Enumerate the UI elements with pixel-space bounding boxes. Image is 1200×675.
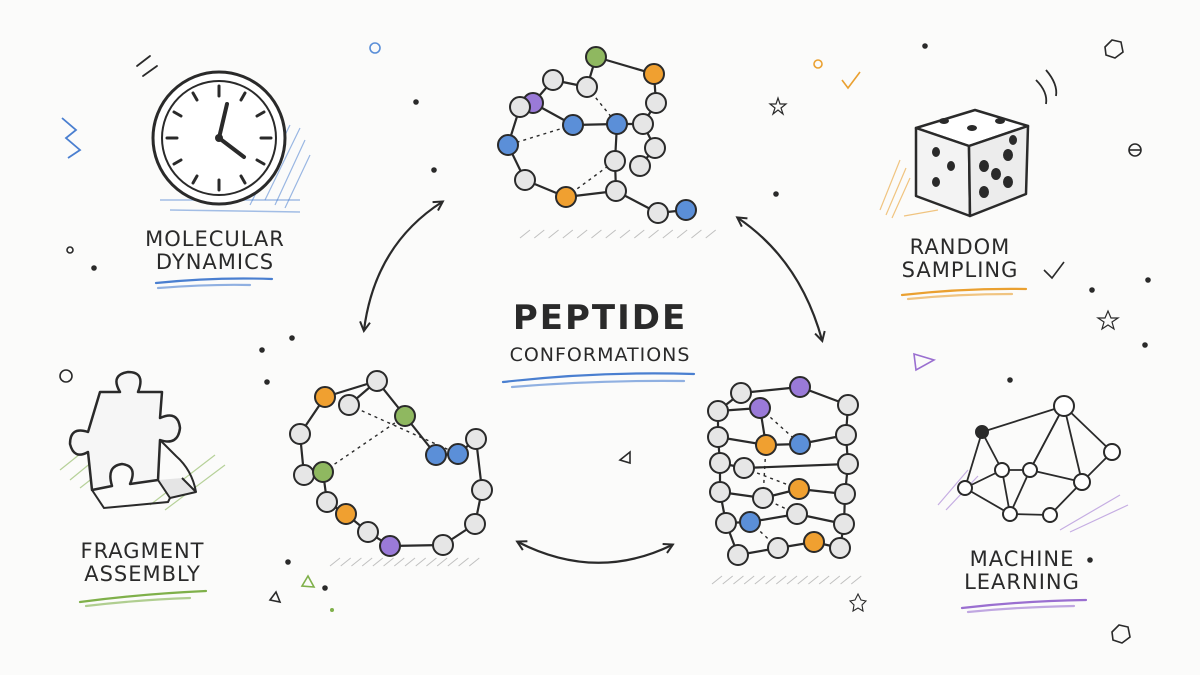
atom — [647, 202, 669, 224]
atom — [707, 426, 729, 448]
ground-shadow — [711, 575, 862, 585]
atom — [605, 180, 627, 202]
method-label-molecular-dynamics: MOLECULAR DYNAMICS — [140, 227, 290, 275]
atom — [394, 405, 416, 427]
arrow-top-left — [364, 202, 442, 330]
atom — [471, 479, 493, 501]
atom — [542, 69, 564, 91]
atom — [335, 503, 357, 525]
atom — [289, 423, 311, 445]
method-label-line2: SAMPLING — [901, 258, 1019, 283]
arrow-top-right — [738, 218, 822, 340]
bond — [742, 462, 850, 470]
atom — [509, 96, 531, 118]
atom — [357, 521, 379, 543]
atom — [514, 169, 536, 191]
method-label-machine-learning: MACHINE LEARNING — [952, 547, 1092, 595]
atom — [789, 433, 811, 455]
puzzle-piece-icon — [59, 370, 226, 511]
atom — [585, 46, 607, 68]
method-label-fragment-assembly: FRAGMENT ASSEMBLY — [70, 539, 215, 587]
atom — [465, 428, 487, 450]
atom — [576, 76, 598, 98]
atom — [645, 92, 667, 114]
method-label-line1: MACHINE — [969, 547, 1075, 571]
atom — [833, 513, 855, 535]
atom — [837, 394, 859, 416]
method-label-line1: MOLECULAR — [145, 227, 285, 251]
atom — [314, 386, 336, 408]
atom — [727, 544, 749, 566]
loop-conformation — [289, 370, 493, 567]
atom — [837, 453, 859, 475]
method-label-line2: LEARNING — [964, 570, 1080, 595]
atom — [379, 535, 401, 557]
atom — [739, 511, 761, 533]
atom — [788, 478, 810, 500]
atom — [562, 114, 584, 136]
atom — [606, 113, 628, 135]
atom — [835, 424, 857, 446]
center-title: PEPTIDE — [512, 298, 688, 338]
atom — [555, 186, 577, 208]
method-label-line1: FRAGMENT — [80, 539, 205, 563]
atom — [733, 457, 755, 479]
method-label-line2: DYNAMICS — [155, 250, 275, 275]
hydrogen-bond — [322, 415, 406, 473]
atom — [632, 113, 654, 135]
atom — [803, 531, 825, 553]
atom — [604, 150, 626, 172]
arrow-bottom — [518, 542, 672, 564]
neural-network-icon — [937, 395, 1129, 533]
atom — [767, 537, 789, 559]
atom — [789, 376, 811, 398]
method-label-line1: RANDOM — [909, 235, 1011, 259]
atom — [709, 452, 731, 474]
method-label-random-sampling: RANDOM SAMPLING — [890, 235, 1030, 283]
ground-shadow — [519, 229, 717, 239]
atom — [432, 534, 454, 556]
atom — [834, 483, 856, 505]
atom — [643, 63, 665, 85]
atom — [293, 464, 315, 486]
decorative-doodles — [59, 39, 1151, 644]
atom — [644, 137, 666, 159]
label-underlines — [78, 277, 1088, 614]
atom — [464, 513, 486, 535]
atom — [316, 491, 338, 513]
atom — [749, 397, 771, 419]
atom — [755, 434, 777, 456]
method-label-line2: ASSEMBLY — [84, 562, 201, 587]
atom — [715, 512, 737, 534]
atom — [829, 537, 851, 559]
atom — [709, 481, 731, 503]
folded-conformation — [497, 46, 717, 239]
atom — [786, 503, 808, 525]
clock-icon — [61, 55, 311, 213]
atom — [497, 134, 519, 156]
atom — [447, 443, 469, 465]
atom — [312, 461, 334, 483]
atom — [629, 155, 651, 177]
atom — [425, 444, 447, 466]
hydrogen-bond — [507, 124, 574, 146]
cycle-arrows — [364, 202, 822, 564]
dice-icon — [879, 69, 1058, 219]
center-title-block: PEPTIDE CONFORMATIONS — [470, 298, 730, 367]
helix-conformation — [707, 376, 862, 585]
atom — [366, 370, 388, 392]
atom — [338, 394, 360, 416]
atom — [730, 382, 752, 404]
atom — [707, 400, 729, 422]
atom — [675, 199, 697, 221]
center-subtitle: CONFORMATIONS — [509, 344, 691, 367]
atom — [752, 487, 774, 509]
ground-shadow — [329, 557, 480, 567]
